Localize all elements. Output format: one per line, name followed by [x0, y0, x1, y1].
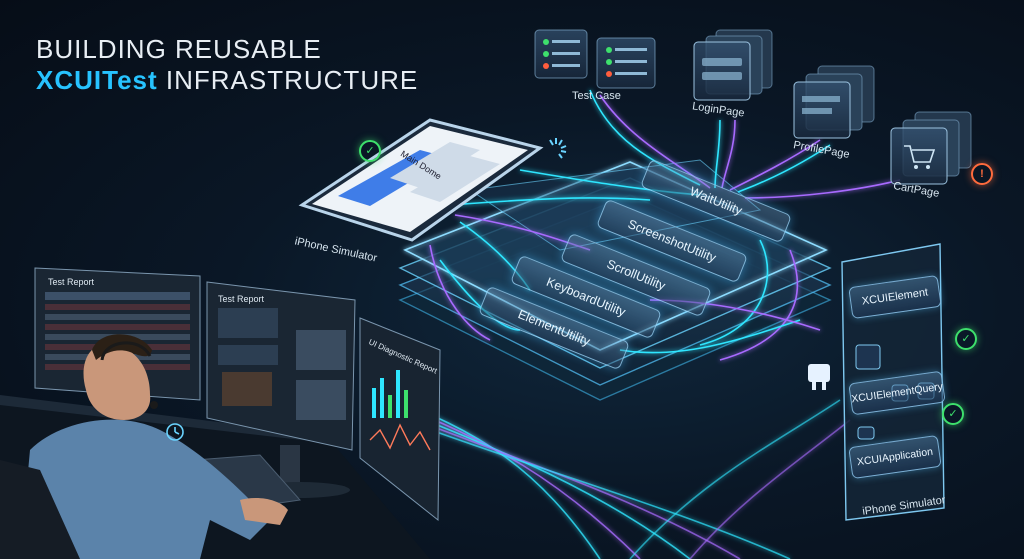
test-case-label: Test Case [572, 90, 621, 102]
title-line-2: XCUITest INFRASTRUCTURE [36, 64, 418, 96]
title-rest: INFRASTRUCTURE [157, 65, 419, 95]
floor-flow-lines [379, 394, 851, 559]
cart-page-cards [890, 111, 972, 185]
warning-icon: ! [971, 163, 993, 185]
test-case-cards [534, 29, 656, 89]
login-page-cards [693, 29, 773, 101]
check-icon: ✓ [942, 403, 964, 425]
desk-edge [0, 395, 345, 445]
profile-page-cards [793, 65, 875, 139]
person [0, 334, 288, 559]
clock-icon [166, 423, 184, 441]
check-icon: ✓ [359, 140, 381, 162]
loading-spinner-icon [549, 138, 567, 159]
title-line-1: BUILDING REUSABLE [36, 34, 322, 64]
check-icon: ✓ [955, 328, 977, 350]
title-accent: XCUITest [36, 65, 158, 95]
iphone [298, 118, 544, 242]
monitor-right [359, 317, 441, 522]
page-title: BUILDING REUSABLE XCUITest INFRASTRUCTUR… [36, 34, 418, 96]
monitor-stand [280, 445, 300, 485]
monitor-middle [206, 281, 356, 451]
report-title-middle: Test Report [218, 294, 265, 304]
connector-icon [808, 364, 830, 390]
report-title-left: Test Report [48, 277, 95, 287]
